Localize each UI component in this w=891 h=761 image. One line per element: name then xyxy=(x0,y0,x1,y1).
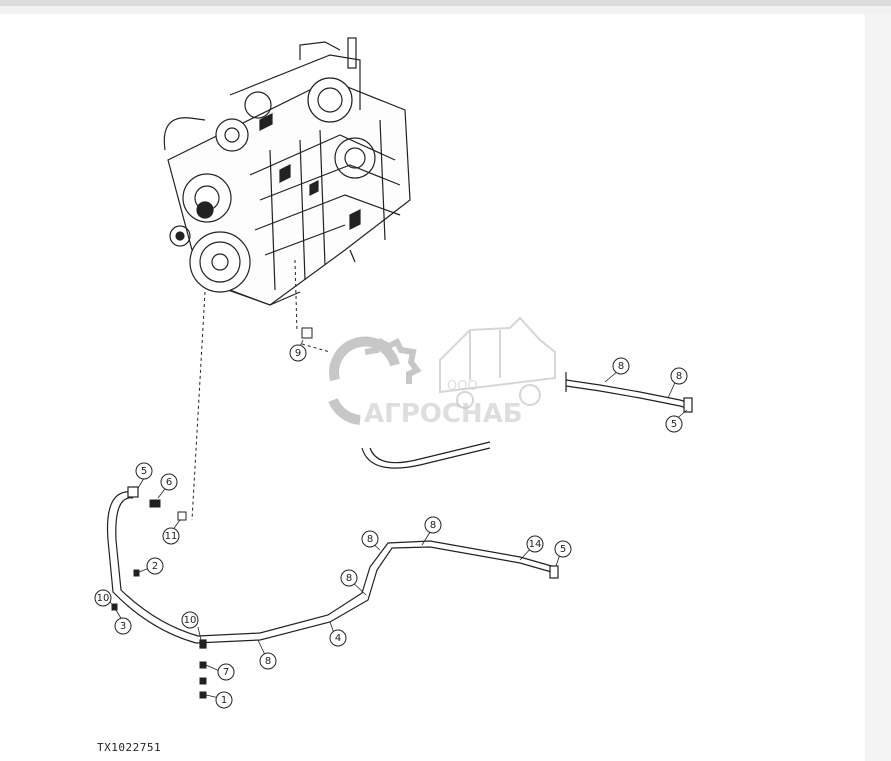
callout-8: 8 xyxy=(424,516,442,534)
callout-circle xyxy=(217,663,235,681)
callout-circle xyxy=(181,611,199,629)
watermark-logo: ООО АГРОСНАБ xyxy=(328,316,556,429)
watermark-prefix: ООО xyxy=(447,379,478,394)
callout-5: 5 xyxy=(554,540,572,558)
callout-leaders xyxy=(109,339,688,700)
callout-8: 8 xyxy=(259,652,277,670)
callout-circle xyxy=(670,367,688,385)
callout-circle xyxy=(526,535,544,553)
lower-hose xyxy=(106,486,559,649)
callout-circle xyxy=(135,462,153,480)
callout-label: 8 xyxy=(265,656,271,667)
callout-label: 2 xyxy=(152,561,158,572)
callout-label: 10 xyxy=(184,615,197,626)
watermark-name: АГРОСНАБ xyxy=(364,399,523,429)
callout-circle xyxy=(361,530,379,548)
callout-circle xyxy=(289,344,307,362)
callout-9: 9 xyxy=(289,344,307,362)
leader-lines xyxy=(191,259,331,521)
callout-group: 9 8 8 5 5 6 11 2 10 3 10 7 1 8 4 8 8 8 14 5 xyxy=(94,344,688,709)
callout-11: 11 xyxy=(162,527,180,545)
callout-1: 1 xyxy=(215,691,233,709)
callout-label: 11 xyxy=(165,531,178,542)
callout-10: 10 xyxy=(181,611,199,629)
callout-label: 8 xyxy=(676,371,682,382)
callout-circle xyxy=(612,357,630,375)
callout-circle xyxy=(424,516,442,534)
callout-label: 4 xyxy=(335,633,341,644)
callout-label: 5 xyxy=(141,466,147,477)
callout-3: 3 xyxy=(114,617,132,635)
callout-14: 14 xyxy=(526,535,544,553)
callout-6: 6 xyxy=(160,473,178,491)
callout-label: 14 xyxy=(529,539,542,550)
callout-circle xyxy=(665,415,683,433)
callout-label: 1 xyxy=(221,695,227,706)
callout-label: 9 xyxy=(295,348,301,359)
top-bar xyxy=(0,0,891,6)
callout-circle xyxy=(162,527,180,545)
callout-8: 8 xyxy=(670,367,688,385)
callout-circle xyxy=(554,540,572,558)
callout-label: 8 xyxy=(367,534,373,545)
callout-8: 8 xyxy=(340,569,358,587)
callout-10: 10 xyxy=(94,589,112,607)
callout-2: 2 xyxy=(146,557,164,575)
callout-4: 4 xyxy=(329,629,347,647)
callout-8: 8 xyxy=(612,357,630,375)
callout-5: 5 xyxy=(665,415,683,433)
callout-circle xyxy=(160,473,178,491)
engine-illustration xyxy=(163,37,411,306)
figure-id: TX1022751 xyxy=(97,741,162,754)
callout-circle xyxy=(329,629,347,647)
callout-circle xyxy=(340,569,358,587)
callout-label: 8 xyxy=(430,520,436,531)
callout-label: 8 xyxy=(618,361,624,372)
diagram-panel xyxy=(0,14,865,761)
callout-circle xyxy=(215,691,233,709)
callout-label: 10 xyxy=(97,593,110,604)
callout-8: 8 xyxy=(361,530,379,548)
callout-label: 7 xyxy=(223,667,229,678)
callout-label: 3 xyxy=(120,621,126,632)
callout-label: 6 xyxy=(166,477,172,488)
callout-circle xyxy=(259,652,277,670)
callout-label: 8 xyxy=(346,573,352,584)
callout-7: 7 xyxy=(217,663,235,681)
callout-label: 5 xyxy=(671,419,677,430)
callout-5: 5 xyxy=(135,462,153,480)
callout-circle xyxy=(146,557,164,575)
callout-label: 5 xyxy=(560,544,566,555)
callout-circle xyxy=(114,617,132,635)
hardware-parts xyxy=(111,499,207,699)
scrollbar-track[interactable] xyxy=(866,14,891,761)
callout-circle xyxy=(94,589,112,607)
fitting-9 xyxy=(301,327,313,339)
upper-hose xyxy=(361,372,693,469)
